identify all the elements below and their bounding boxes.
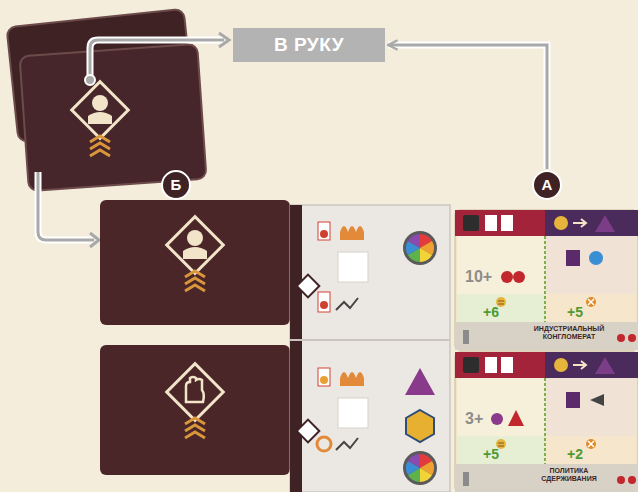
- flow-arrow: [388, 45, 547, 169]
- callout-letter: Б: [171, 177, 182, 194]
- card-title: ИНДУСТРИАЛЬНЫЙ КОНГЛОМЕРАТ: [525, 325, 613, 340]
- connector-casing: [388, 45, 547, 169]
- card-title: ПОЛИТИКА СДЕРЖИВАНИЯ: [525, 467, 613, 482]
- project-card: 3+ +5 +2ПОЛИТИКА СДЕРЖИВАНИЯ: [455, 352, 638, 492]
- bonus-number: +5: [483, 447, 499, 462]
- requirement-number: 3+: [465, 410, 483, 428]
- requirement-number: 10+: [465, 268, 492, 286]
- project-card: 10+ +6 +5ИНДУСТРИАЛЬНЫЙ КОНГЛОМЕРАТ: [455, 210, 638, 350]
- callout-letter: А: [542, 177, 553, 194]
- callout-badge: А: [532, 170, 562, 200]
- target-box: В РУКУ: [233, 28, 385, 62]
- bonus-number: +2: [567, 447, 583, 462]
- bonus-number: +6: [483, 305, 499, 320]
- callout-badge: Б: [161, 170, 191, 200]
- bonus-number: +5: [567, 305, 583, 320]
- box-label: В РУКУ: [274, 35, 344, 56]
